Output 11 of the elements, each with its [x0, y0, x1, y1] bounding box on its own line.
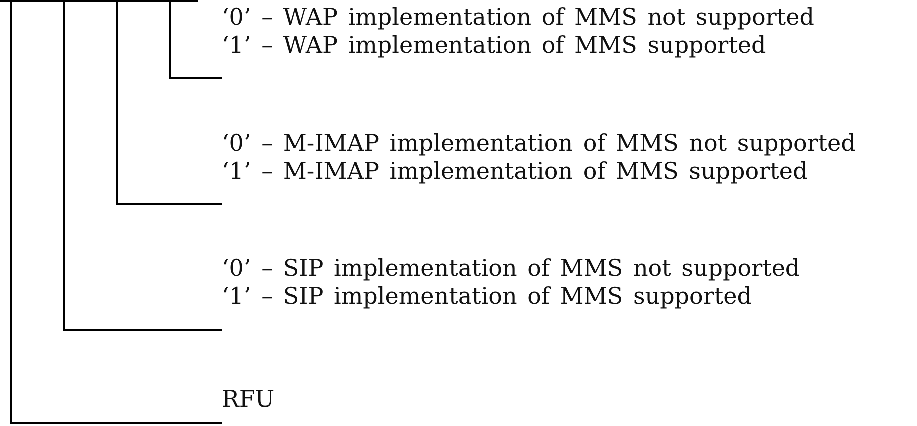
leader-line: [116, 2, 222, 205]
leader-line: [10, 2, 222, 424]
bit-value-text: ‘0’ – SIP implementation of MMS not supported: [222, 255, 800, 283]
bit-value-text: ‘1’ – M-IMAP implementation of MMS supported: [222, 158, 808, 186]
leader-line: [169, 2, 222, 79]
bit-value-text: ‘0’ – WAP implementation of MMS not supported: [222, 4, 814, 32]
leader-line: [63, 2, 222, 331]
bit-value-text: RFU: [222, 386, 275, 414]
bit-value-text: ‘0’ – M-IMAP implementation of MMS not supported: [222, 130, 856, 158]
bit-value-text: ‘1’ – SIP implementation of MMS supported: [222, 283, 752, 311]
bit-value-text: ‘1’ – WAP implementation of MMS supported: [222, 32, 766, 60]
